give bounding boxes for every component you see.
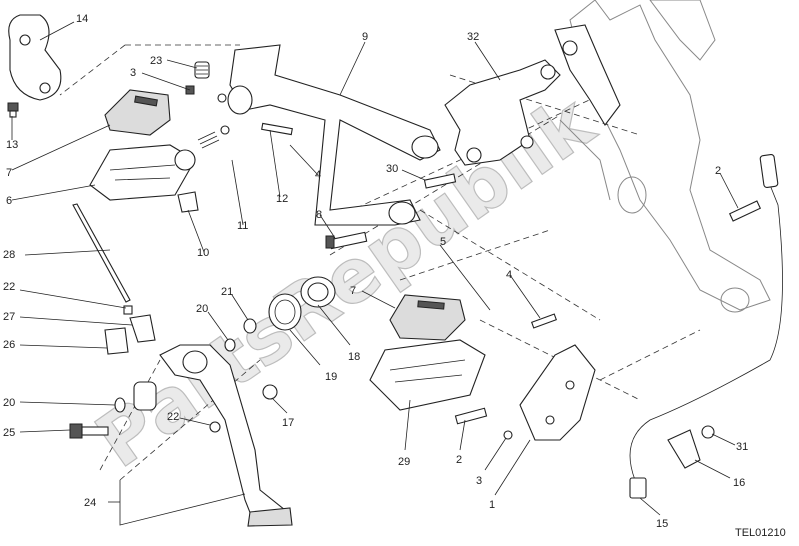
part-2-bolt-lower <box>454 407 488 425</box>
drawing-code: TEL01210 <box>735 527 786 539</box>
callout-30: 30 <box>386 163 398 175</box>
part-12-pin <box>261 122 293 136</box>
callout-1: 1 <box>489 499 495 511</box>
callout-16: 16 <box>733 477 745 489</box>
callout-3-top: 3 <box>130 67 136 79</box>
part-5-master-cylinder <box>554 24 621 126</box>
part-24-brake-lever <box>159 344 293 527</box>
callout-10: 10 <box>197 247 209 259</box>
callout-29: 29 <box>398 456 410 468</box>
callout-24: 24 <box>84 497 96 509</box>
callout-32: 32 <box>467 31 479 43</box>
part-26-clevis-lower <box>104 327 129 355</box>
part-4-pin-rear <box>530 313 558 329</box>
part-31-screw <box>701 425 715 439</box>
callout-labels: 14 13 3 23 7 6 10 11 12 9 4 32 30 8 2 5 … <box>3 13 748 530</box>
callout-21: 21 <box>221 286 233 298</box>
part-2-bolt-upper <box>728 200 762 222</box>
callout-4-top: 4 <box>315 169 321 181</box>
part-17-pin <box>262 384 278 400</box>
callout-22-lower: 22 <box>167 411 179 423</box>
callout-6: 6 <box>6 195 12 207</box>
part-3-washer-lower <box>503 430 513 440</box>
part-3-small-parts <box>185 85 227 103</box>
part-13-screw <box>7 102 19 118</box>
callout-27: 27 <box>3 311 15 323</box>
part-29-rear-footpeg <box>369 339 486 411</box>
part-23-spring <box>194 61 210 79</box>
part-25-bolt <box>69 423 109 439</box>
part-7-rear-rubber-pad <box>389 294 466 341</box>
callout-19: 19 <box>325 371 337 383</box>
callout-18: 18 <box>348 351 360 363</box>
callout-7-top: 7 <box>6 167 12 179</box>
callout-23: 23 <box>150 55 162 67</box>
callout-20-left: 20 <box>3 397 15 409</box>
callout-20-mid: 20 <box>196 303 208 315</box>
part-15-connector <box>629 477 647 499</box>
part-22-nut-lower <box>209 421 221 433</box>
part-11-spring <box>197 125 230 149</box>
callout-8: 8 <box>316 209 322 221</box>
callout-5: 5 <box>440 236 446 248</box>
callout-13: 13 <box>6 139 18 151</box>
part-10-clip <box>177 191 199 213</box>
part-27-clevis <box>129 314 156 343</box>
callout-14: 14 <box>76 13 88 25</box>
leader-lines <box>11 21 739 526</box>
part-30-bolt <box>423 173 457 189</box>
callout-22-top: 22 <box>3 281 15 293</box>
part-7-rubber-pad <box>104 89 171 136</box>
part-28-rod <box>72 203 131 303</box>
callout-26: 26 <box>3 339 15 351</box>
part-22-nut-upper <box>123 305 133 315</box>
part-19-spring <box>268 293 302 331</box>
callout-2-lower: 2 <box>456 454 462 466</box>
callout-3-lower: 3 <box>476 475 482 487</box>
brake-switch-cable <box>629 154 783 481</box>
callout-2-top: 2 <box>715 165 721 177</box>
callout-25: 25 <box>3 427 15 439</box>
callout-7-rear: 7 <box>350 285 356 297</box>
part-20-washer-lower <box>114 397 126 413</box>
part-21-washer <box>243 318 257 334</box>
part-bushing-lower <box>133 381 157 411</box>
part-1-heel-guard <box>519 344 596 441</box>
callout-28: 28 <box>3 249 15 261</box>
part-9-bracket-arm <box>227 44 441 226</box>
part-16-bracket <box>667 429 701 469</box>
callout-12: 12 <box>276 193 288 205</box>
callout-31: 31 <box>736 441 748 453</box>
callout-9: 9 <box>362 31 368 43</box>
part-32-rear-bracket <box>444 59 561 166</box>
callout-11: 11 <box>237 220 248 232</box>
part-6-footpeg <box>89 144 196 201</box>
part-18-bushing <box>300 276 336 308</box>
part-8-bolt <box>325 231 368 250</box>
part-14-bracket <box>8 14 62 101</box>
part-20-washer <box>224 338 236 352</box>
callout-15: 15 <box>656 518 668 530</box>
callout-4-rear: 4 <box>506 269 512 281</box>
callout-17: 17 <box>282 417 294 429</box>
